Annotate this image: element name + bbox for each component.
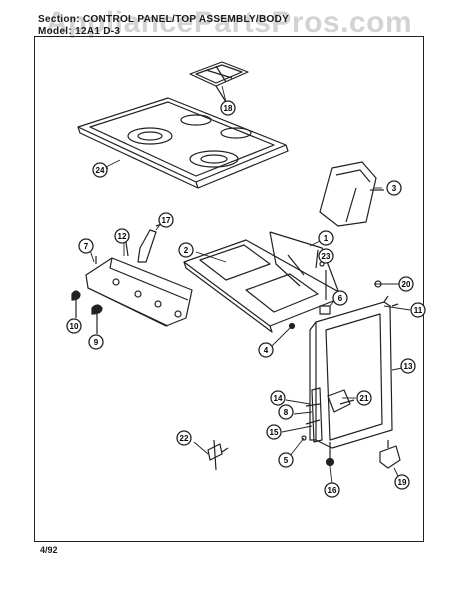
callout-number: 1	[324, 234, 329, 243]
callout-8: 8	[278, 404, 294, 420]
callout-number: 6	[338, 294, 343, 303]
callout-11: 11	[410, 302, 426, 318]
callout-5: 5	[278, 452, 294, 468]
callout-balloon	[356, 390, 372, 406]
callout-number: 24	[96, 166, 105, 175]
callout-13: 13	[400, 358, 416, 374]
callout-balloon	[386, 180, 402, 196]
callout-12: 12	[114, 228, 130, 244]
callout-number: 23	[322, 252, 331, 261]
callout-balloon	[278, 452, 294, 468]
model-title: Model: 12A1 D-3	[38, 26, 121, 37]
callout-9: 9	[88, 334, 104, 350]
callout-balloon	[318, 248, 334, 264]
section-title: Section: CONTROL PANEL/TOP ASSEMBLY/BODY	[38, 14, 290, 25]
callout-balloon	[394, 474, 410, 490]
burner-box-part	[183, 231, 347, 333]
callout-2: 2	[178, 242, 194, 258]
callout-number: 18	[224, 104, 233, 113]
callout-balloon	[278, 404, 294, 420]
callout-24: 24	[92, 162, 108, 178]
callout-number: 17	[162, 216, 171, 225]
anti-tip-bracket-part	[379, 440, 401, 469]
callout-number: 2	[184, 246, 189, 255]
callout-balloon	[400, 358, 416, 374]
callout-balloon	[78, 238, 94, 254]
callout-number: 21	[360, 394, 369, 403]
callout-18: 18	[220, 100, 236, 116]
callout-balloon	[398, 276, 414, 292]
side-body-part	[309, 295, 399, 449]
callout-1: 1	[318, 230, 334, 246]
callout-number: 15	[270, 428, 279, 437]
callout-balloon	[158, 212, 174, 228]
callout-22: 22	[176, 430, 192, 446]
bracket-part	[137, 223, 163, 263]
callout-number: 3	[392, 184, 397, 193]
callout-number: 4	[264, 346, 269, 355]
valve-bracket-part	[305, 387, 355, 443]
callout-23: 23	[318, 248, 334, 264]
clip-part	[319, 270, 331, 315]
callout-19: 19	[394, 474, 410, 490]
callout-6: 6	[332, 290, 348, 306]
callout-10: 10	[66, 318, 82, 334]
callout-number: 9	[94, 338, 99, 347]
callout-balloon	[220, 100, 236, 116]
callout-number: 19	[398, 478, 407, 487]
callout-balloon	[270, 390, 286, 406]
callout-number: 5	[284, 456, 289, 465]
callout-number: 16	[328, 486, 337, 495]
footer-date-code: 4/92	[40, 545, 58, 555]
callout-number: 7	[84, 242, 89, 251]
callout-20: 20	[398, 276, 414, 292]
callout-15: 15	[266, 424, 282, 440]
callout-16: 16	[324, 482, 340, 498]
callout-number: 11	[414, 306, 423, 315]
callout-3: 3	[386, 180, 402, 196]
footer-divider	[34, 541, 424, 542]
callout-balloon	[176, 430, 192, 446]
callout-number: 14	[274, 394, 283, 403]
control-panel-part	[85, 241, 193, 327]
callout-number: 8	[284, 408, 289, 417]
leveler-part	[325, 442, 335, 467]
callout-balloon	[258, 342, 274, 358]
callout-14: 14	[270, 390, 286, 406]
callout-17: 17	[158, 212, 174, 228]
callout-balloon	[178, 242, 194, 258]
grate-part	[189, 61, 249, 103]
back-guard-part	[319, 161, 384, 227]
callout-7: 7	[78, 238, 94, 254]
callout-balloon	[88, 334, 104, 350]
callout-balloon	[332, 290, 348, 306]
callout-21: 21	[356, 390, 372, 406]
knob-part	[71, 290, 103, 315]
callout-number: 13	[404, 362, 413, 371]
callout-number: 22	[180, 434, 189, 443]
main-top-part	[77, 97, 289, 189]
callout-number: 10	[70, 322, 79, 331]
callout-balloon	[66, 318, 82, 334]
callout-balloon	[410, 302, 426, 318]
watermark: AppliancePartsPros.com	[46, 6, 413, 39]
callout-balloon	[114, 228, 130, 244]
callout-balloon	[92, 162, 108, 178]
callout-number: 12	[118, 232, 127, 241]
callout-number: 20	[402, 280, 411, 289]
callout-balloon	[318, 230, 334, 246]
igniter-part	[207, 439, 229, 471]
callout-balloon	[266, 424, 282, 440]
callout-balloon	[324, 482, 340, 498]
callout-4: 4	[258, 342, 274, 358]
